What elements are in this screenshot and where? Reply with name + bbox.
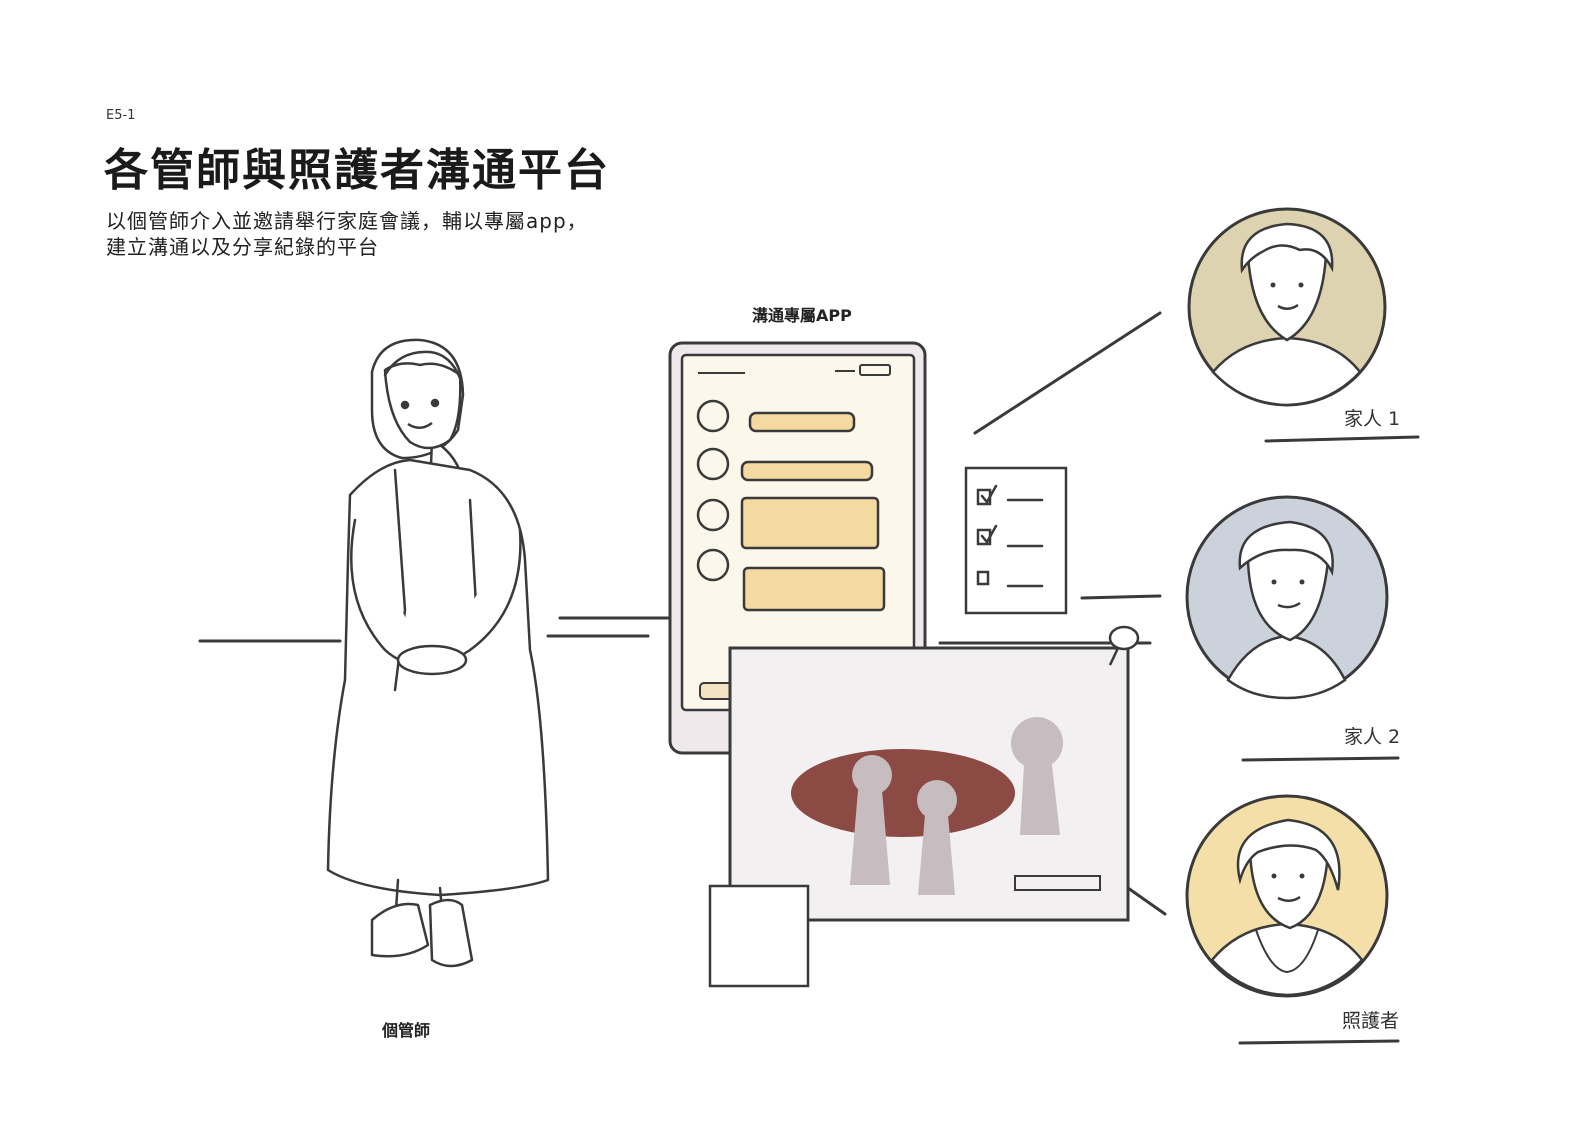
avatar-caregiver [1187, 796, 1387, 996]
chat-bubble-4 [744, 568, 884, 610]
underline-family2 [1243, 758, 1398, 760]
case-manager-figure [328, 340, 548, 966]
family1-label: 家人 1 [1344, 404, 1400, 431]
checklist-note [966, 468, 1066, 613]
chat-bubble-3 [742, 498, 878, 548]
avatar-family2 [1187, 497, 1387, 698]
meeting-table [791, 749, 1015, 837]
caregiver-label: 照護者 [1342, 1006, 1399, 1033]
case-manager-label: 個管師 [382, 1017, 430, 1041]
app-label: 溝通專屬APP [752, 302, 852, 326]
connector-family2 [1082, 596, 1160, 598]
connector-caregiver [1128, 888, 1165, 914]
chat-bubble-2 [742, 462, 872, 480]
meeting-board [710, 627, 1138, 986]
chat-bubble-1 [750, 413, 854, 431]
underline-caregiver [1240, 1041, 1398, 1043]
family2-label: 家人 2 [1344, 722, 1400, 749]
underline-family1 [1266, 437, 1418, 441]
avatar-family1 [1189, 209, 1385, 405]
connector-family1 [975, 313, 1160, 433]
